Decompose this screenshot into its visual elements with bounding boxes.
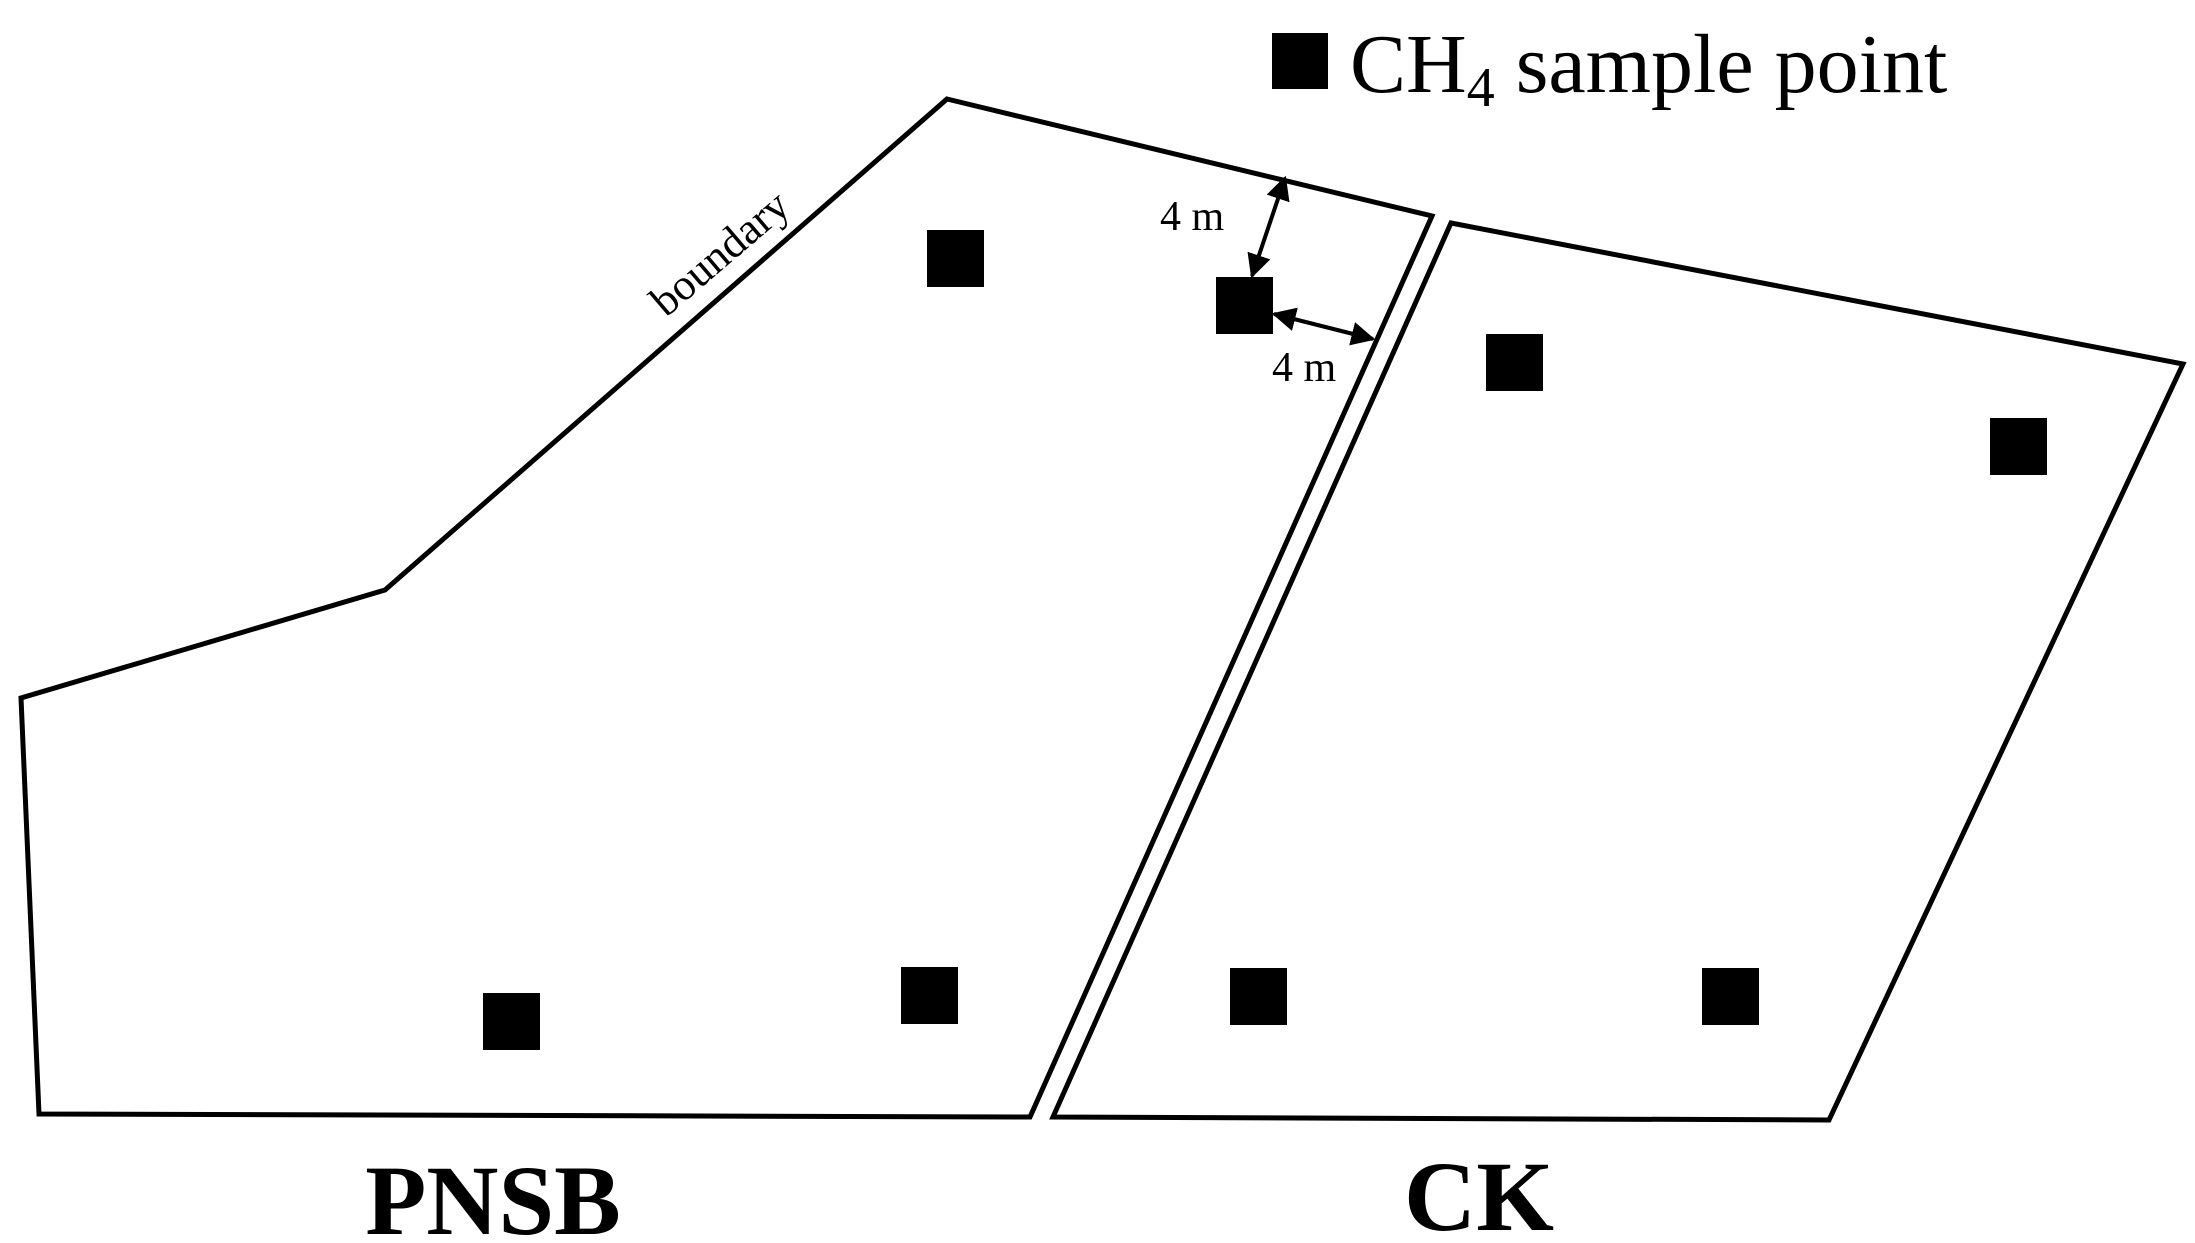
pnsb-sample-point — [1216, 277, 1273, 334]
pnsb-sample-point — [901, 967, 958, 1024]
pnsb-sample-point — [927, 230, 984, 287]
ck-sample-point — [1702, 968, 1759, 1025]
distance-label-top: 4 m — [1160, 194, 1225, 240]
distance-arrow-top — [1247, 175, 1290, 279]
distance-arrow-side — [1271, 307, 1376, 346]
ck-plot-outline — [1049, 220, 2187, 1123]
ck-sample-point — [1230, 968, 1287, 1025]
ck-sample-point — [1990, 418, 2047, 475]
ck-sample-point — [1486, 334, 1543, 391]
pnsb-plot-outline — [18, 96, 1436, 1120]
distance-label-side: 4 m — [1272, 345, 1337, 391]
legend-marker-icon — [1272, 33, 1328, 89]
legend-label: CH4 sample point — [1350, 18, 1947, 119]
pnsb-plot-label: PNSB — [365, 1145, 621, 1243]
ck-plot-label: CK — [1404, 1141, 1554, 1243]
pnsb-sample-point — [483, 993, 540, 1050]
